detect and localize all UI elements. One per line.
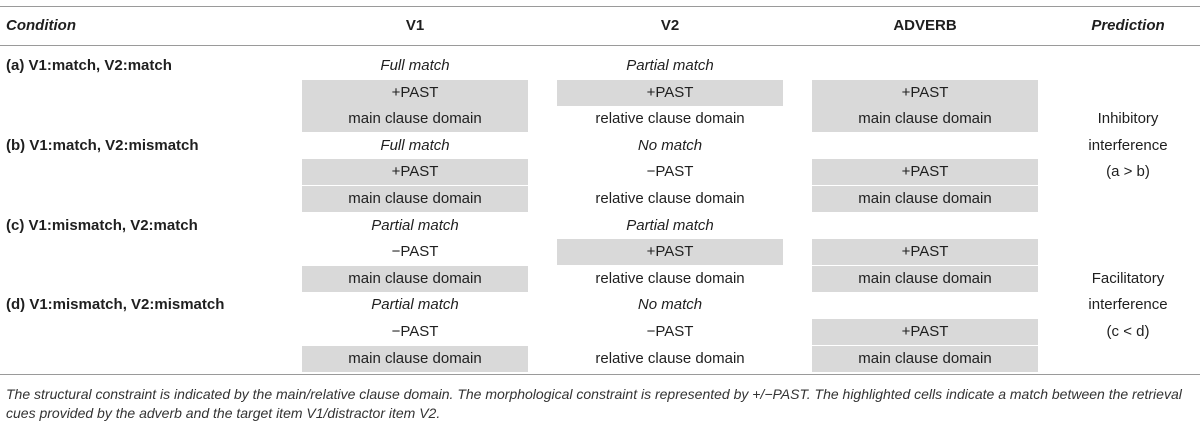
- v2-cell: relative clause domain: [595, 349, 745, 367]
- adverb-cell: [812, 53, 1038, 79]
- v1-cell: main clause domain: [302, 265, 528, 292]
- prediction-cell: Facilitatory: [1091, 269, 1165, 287]
- condition-cell: [6, 80, 296, 106]
- v1-cell: +PAST: [302, 159, 528, 186]
- v1-cell: −PAST: [391, 323, 439, 340]
- table-row: main clause domain relative clause domain…: [0, 186, 1200, 212]
- v2-cell: Partial match: [626, 216, 714, 234]
- prediction-cell: interference: [1088, 136, 1168, 154]
- v2-cell: −PAST: [646, 323, 694, 340]
- v1-cell: +PAST: [302, 79, 528, 106]
- table-bottom-rule: [0, 374, 1200, 375]
- table-row: −PAST −PAST +PAST (c < d): [0, 319, 1200, 345]
- table-row: main clause domain relative clause domain…: [0, 265, 1200, 292]
- adverb-cell: main clause domain: [812, 186, 1038, 212]
- v2-cell: No match: [637, 296, 703, 314]
- adverb-cell: +PAST: [812, 239, 1038, 266]
- v1-cell: Full match: [380, 57, 450, 74]
- adverb-cell: +PAST: [812, 79, 1038, 106]
- header-condition: Condition: [6, 17, 76, 34]
- header-v1: V1: [405, 17, 425, 34]
- v2-cell: relative clause domain: [595, 269, 745, 287]
- v2-cell: +PAST: [557, 79, 783, 106]
- table-row: main clause domain relative clause domain…: [0, 345, 1200, 372]
- table-top-rule: [0, 6, 1200, 7]
- header-prediction: Prediction: [1091, 17, 1165, 34]
- v1-cell: Full match: [380, 136, 450, 154]
- prediction-cell: [1062, 80, 1194, 106]
- condition-cell: (d) V1:mismatch, V2:mismatch: [6, 296, 225, 314]
- table-row: (d) V1:mismatch, V2:mismatch Partial matc…: [0, 292, 1200, 318]
- adverb-cell: main clause domain: [812, 106, 1038, 133]
- prediction-cell: interference: [1088, 296, 1168, 314]
- condition-cell: [6, 239, 296, 265]
- v1-cell: main clause domain: [302, 186, 528, 212]
- table-row: −PAST +PAST +PAST: [0, 239, 1200, 266]
- v2-cell: No match: [637, 136, 703, 154]
- v2-cell: −PAST: [646, 163, 694, 181]
- table-row: +PAST +PAST +PAST: [0, 79, 1200, 106]
- condition-cell: [6, 159, 296, 185]
- prediction-cell: (a > b): [1106, 163, 1150, 181]
- v1-cell: main clause domain: [302, 106, 528, 133]
- condition-cell: [6, 186, 296, 212]
- v1-cell: −PAST: [391, 243, 439, 261]
- v2-cell: relative clause domain: [595, 190, 745, 207]
- table-row: (a) V1:match, V2:match Full match Partial …: [0, 53, 1200, 79]
- table-header-row: Condition V1 V2 ADVERB Prediction: [0, 13, 1200, 39]
- condition-cell: (a) V1:match, V2:match: [6, 57, 172, 74]
- table-caption: The structural constraint is indicated b…: [6, 386, 1182, 421]
- adverb-cell: +PAST: [812, 159, 1038, 186]
- v1-cell: Partial match: [371, 216, 459, 234]
- condition-cell: [6, 319, 296, 345]
- adverb-cell: main clause domain: [812, 345, 1038, 372]
- prediction-cell: [1062, 53, 1194, 79]
- header-rule: [0, 45, 1200, 46]
- prediction-cell: (c < d): [1106, 323, 1150, 340]
- adverb-cell: +PAST: [812, 319, 1038, 345]
- condition-cell: (c) V1:mismatch, V2:match: [6, 216, 198, 234]
- v2-cell: relative clause domain: [595, 110, 745, 128]
- v2-cell: +PAST: [557, 239, 783, 266]
- condition-cell: (b) V1:match, V2:mismatch: [6, 136, 199, 154]
- prediction-cell: [1062, 346, 1194, 372]
- header-adverb: ADVERB: [893, 17, 957, 34]
- table-row: main clause domain relative clause domain…: [0, 106, 1200, 133]
- adverb-cell: [812, 292, 1038, 318]
- prediction-cell: Inhibitory: [1097, 110, 1159, 128]
- table-row: (b) V1:match, V2:mismatch Full match No ma…: [0, 133, 1200, 159]
- prediction-cell: [1062, 186, 1194, 212]
- adverb-cell: [812, 133, 1038, 159]
- table-row: +PAST −PAST +PAST (a > b): [0, 159, 1200, 186]
- table-row: (c) V1:mismatch, V2:match Partial match Pa…: [0, 213, 1200, 239]
- condition-cell: [6, 106, 296, 132]
- adverb-cell: [812, 213, 1038, 239]
- v2-cell: Partial match: [626, 57, 714, 74]
- prediction-cell: [1062, 239, 1194, 265]
- v1-cell: Partial match: [371, 296, 459, 314]
- header-v2: V2: [660, 17, 680, 34]
- prediction-cell: [1062, 213, 1194, 239]
- adverb-cell: main clause domain: [812, 265, 1038, 292]
- v1-cell: main clause domain: [302, 345, 528, 372]
- condition-cell: [6, 266, 296, 292]
- condition-cell: [6, 346, 296, 372]
